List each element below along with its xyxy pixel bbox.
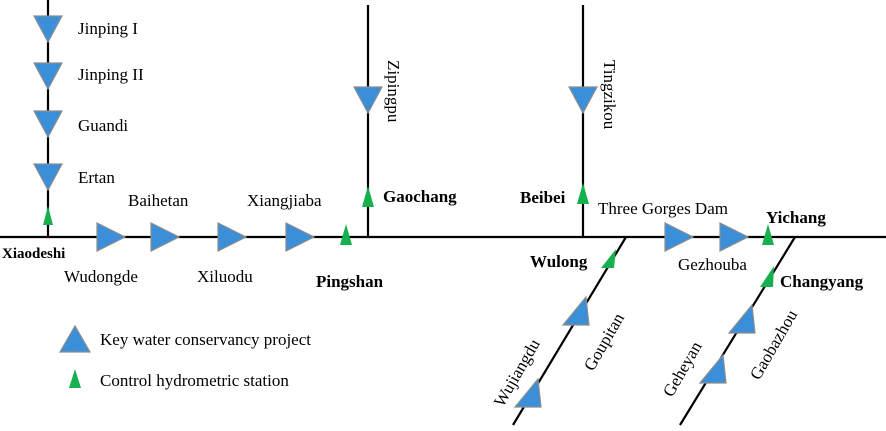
- legend-station-label: Control hydrometric station: [100, 371, 289, 390]
- gaobazhou-label: Gaobazhou: [746, 306, 801, 383]
- xiaodeshi-label: Xiaodeshi: [2, 246, 65, 262]
- guandi-label: Guandi: [78, 116, 128, 135]
- gezhouba-label: Gezhouba: [678, 255, 747, 274]
- yichang-station-icon: [762, 224, 774, 245]
- yichang-label: Yichang: [766, 208, 826, 227]
- baihetan-project-icon: [150, 222, 181, 252]
- geheyan-project-icon: [698, 353, 727, 384]
- wujiangdu-project-icon: [513, 377, 542, 408]
- three-gorges-project-icon: [664, 222, 695, 252]
- wulong-station-icon: [601, 249, 616, 268]
- gezhouba-project-icon: [719, 222, 750, 252]
- xiaodeshi-station-icon: [43, 206, 53, 225]
- jinping2-label: Jinping II: [78, 65, 144, 84]
- legend-station-icon: [69, 369, 81, 388]
- gaobazhou-project-icon: [727, 303, 756, 334]
- tingzikou-project-icon: [567, 86, 599, 115]
- jinping2-project-icon: [32, 62, 64, 91]
- geheyan-label: Geheyan: [659, 338, 706, 400]
- legend: Key water conservancy project Control hy…: [58, 324, 311, 390]
- legend-project-label: Key water conservancy project: [100, 330, 311, 349]
- changyang-label: Changyang: [780, 272, 864, 291]
- guandi-project-icon: [32, 110, 64, 139]
- beibei-station-icon: [577, 183, 589, 204]
- baihetan-label: Baihetan: [128, 191, 189, 210]
- wudongde-project-icon: [96, 222, 127, 252]
- ertan-project-icon: [32, 163, 64, 192]
- pingshan-label: Pingshan: [316, 272, 384, 291]
- changyang-station-icon: [760, 266, 774, 287]
- zipingpu-label: Zipingpu: [384, 60, 403, 123]
- jinping1-label: Jinping I: [78, 19, 138, 38]
- xiluodu-label: Xiluodu: [197, 267, 253, 286]
- three-gorges-label: Three Gorges Dam: [598, 199, 728, 218]
- zipingpu-project-icon: [352, 86, 384, 115]
- gaochang-label: Gaochang: [383, 187, 457, 206]
- xiangjiaba-label: Xiangjiaba: [247, 191, 322, 210]
- beibei-label: Beibei: [520, 188, 566, 207]
- jinping1-project-icon: [32, 15, 64, 44]
- goupitan-project-icon: [561, 295, 590, 326]
- xiangjiaba-project-icon: [285, 222, 316, 252]
- wudongde-label: Wudongde: [64, 267, 138, 286]
- tingzikou-label: Tingzikou: [600, 60, 619, 130]
- ertan-label: Ertan: [78, 168, 115, 187]
- xiluodu-project-icon: [217, 222, 248, 252]
- wulong-label: Wulong: [530, 252, 588, 271]
- pingshan-station-icon: [340, 224, 352, 245]
- legend-project-icon: [58, 324, 92, 353]
- gaochang-station-icon: [362, 186, 374, 207]
